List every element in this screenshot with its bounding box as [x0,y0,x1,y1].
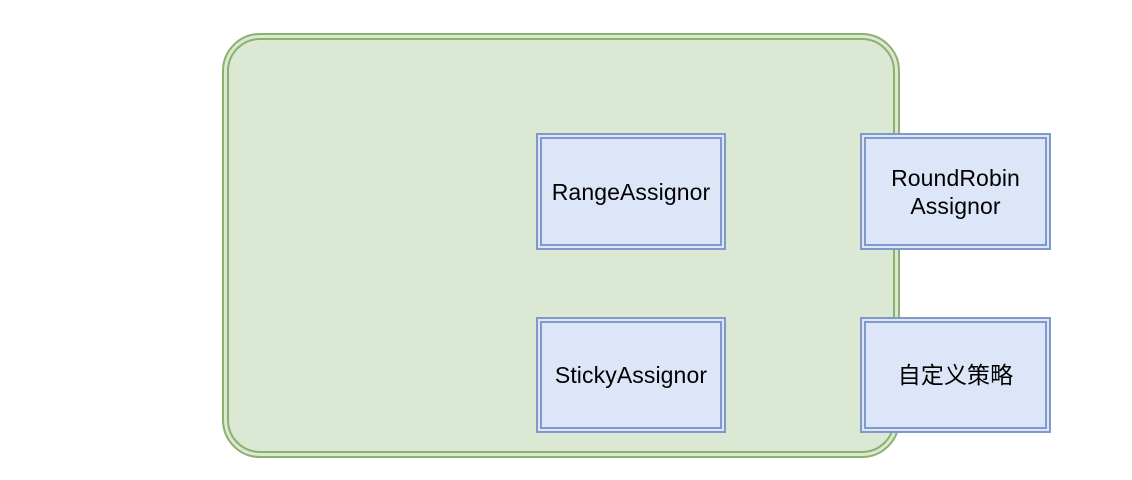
node-round-robin-assignor[interactable]: RoundRobin Assignor [860,133,1051,250]
node-sticky-assignor-label: StickyAssignor [554,362,708,388]
node-custom-strategy[interactable]: 自定义策略 [860,317,1051,433]
node-round-robin-assignor-label: RoundRobin Assignor [891,164,1020,219]
node-range-assignor[interactable]: RangeAssignor [536,133,726,250]
node-range-assignor-label: RangeAssignor [551,178,711,205]
node-sticky-assignor[interactable]: StickyAssignor [536,317,726,433]
node-custom-strategy-label: 自定义策略 [897,362,1014,388]
partition-assignor-group-container: RangeAssignor RoundRobin Assignor Sticky… [222,33,1051,458]
